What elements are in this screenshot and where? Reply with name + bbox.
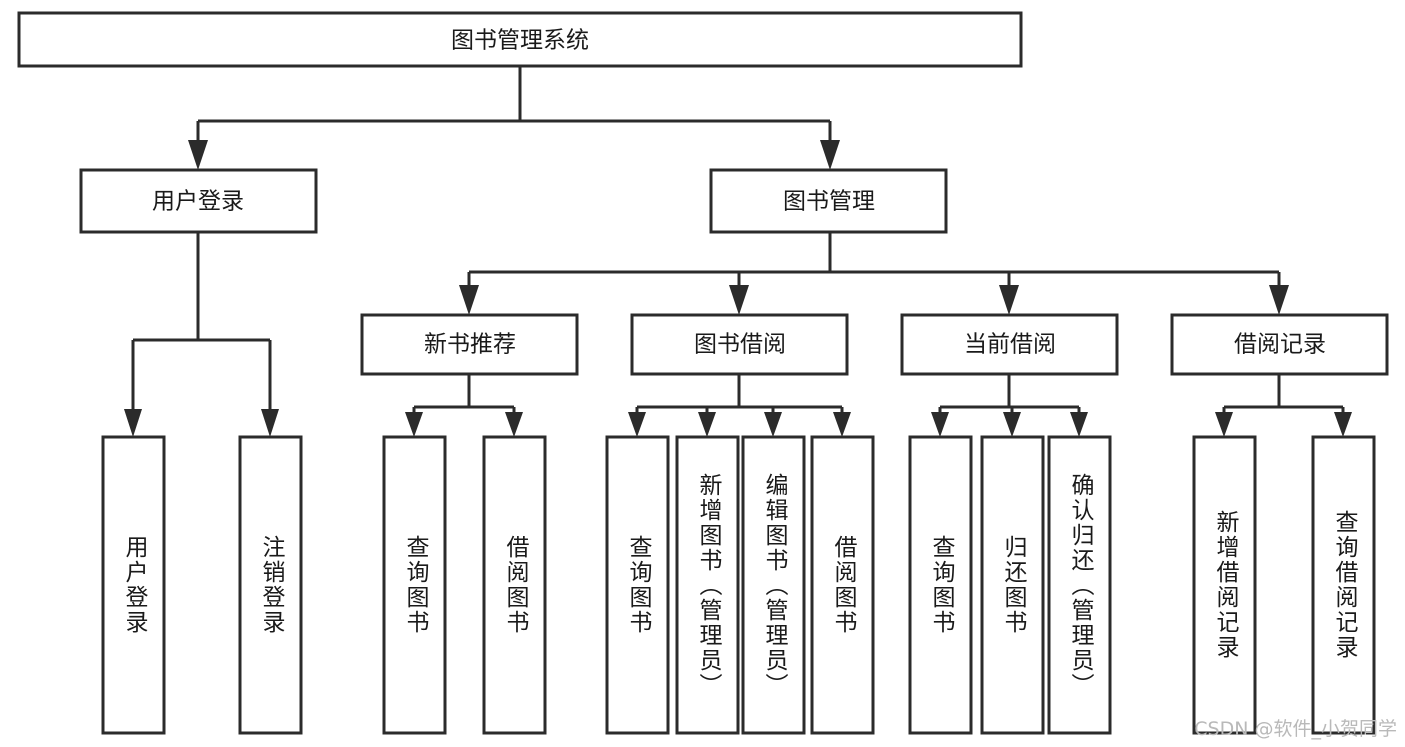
arrow-head-leaf-confirm-return (1070, 412, 1088, 437)
leaf-box-return-book[interactable] (980, 435, 1045, 735)
arrow-head-book-management (820, 140, 840, 170)
leaf-box-query-book-borrow[interactable] (605, 435, 670, 735)
csdn-watermark: CSDN @软件_小贺同学 (1194, 718, 1397, 740)
leaf-box-confirm-return[interactable] (1047, 435, 1112, 735)
leaf-box-query-borrow-record[interactable] (1311, 435, 1376, 735)
arrow-head-leaf-query-book-recommend (405, 412, 423, 437)
connector-group-current-borrow (931, 374, 1088, 437)
node-borrow-record-box[interactable] (1170, 313, 1389, 376)
node-book-management-label: 图书管理 (783, 189, 875, 215)
node-book-borrow[interactable]: 图书借阅 (630, 313, 849, 376)
connector-group-book-borrow (628, 374, 851, 437)
node-book-borrow-label: 图书借阅 (694, 332, 786, 358)
leaf-box-borrow-book-recommend[interactable] (482, 435, 547, 735)
leaf-box-edit-book[interactable] (741, 435, 806, 735)
arrow-head-leaf-borrow-book (833, 412, 851, 437)
node-user-login-box[interactable] (79, 168, 318, 234)
node-root-box[interactable] (17, 11, 1023, 68)
node-user-login[interactable]: 用户登录 (79, 168, 318, 234)
arrow-head-leaf-return-book (1003, 412, 1021, 437)
arrow-head-current-borrow (999, 285, 1019, 315)
node-root[interactable]: 图书管理系统 (17, 11, 1023, 68)
arrow-head-leaf-borrow-book-recommend (505, 412, 523, 437)
connector-group-root (188, 66, 840, 170)
arrow-head-borrow-record (1269, 285, 1289, 315)
node-new-book-recommend-label: 新书推荐 (424, 332, 516, 358)
leaf-box-user-logout[interactable] (238, 435, 303, 735)
leaf-box-user-login[interactable] (101, 435, 166, 735)
arrow-head-leaf-add-book (698, 412, 716, 437)
connector-group-new-book-recommend (405, 374, 523, 437)
node-book-management-box[interactable] (709, 168, 948, 234)
arrow-head-leaf-query-book-current (931, 412, 949, 437)
leaf-box-add-borrow-record[interactable] (1192, 435, 1257, 735)
leaf-box-query-book-recommend[interactable] (382, 435, 447, 735)
arrow-head-user-login (188, 140, 208, 170)
leaf-box-add-book[interactable] (675, 435, 740, 735)
node-current-borrow-box[interactable] (900, 313, 1119, 376)
node-new-book-recommend-box[interactable] (360, 313, 579, 376)
node-current-borrow-label: 当前借阅 (964, 332, 1056, 358)
connector-group-borrow-record (1215, 374, 1352, 437)
node-borrow-record[interactable]: 借阅记录 (1170, 313, 1389, 376)
node-root-label: 图书管理系统 (451, 28, 589, 54)
arrow-head-new-book-recommend (459, 285, 479, 315)
node-borrow-record-label: 借阅记录 (1234, 332, 1326, 358)
node-book-borrow-box[interactable] (630, 313, 849, 376)
node-user-login-label: 用户登录 (152, 189, 244, 215)
leaf-box-query-book-current[interactable] (908, 435, 973, 735)
node-new-book-recommend[interactable]: 新书推荐 (360, 313, 579, 376)
arrow-head-leaf-query-borrow-record (1334, 412, 1352, 437)
arrow-head-leaf-query-book-borrow (628, 412, 646, 437)
leaf-box-borrow-book[interactable] (810, 435, 875, 735)
arrow-head-leaf-user-login (124, 409, 142, 437)
arrow-head-leaf-edit-book (764, 412, 782, 437)
node-book-management[interactable]: 图书管理 (709, 168, 948, 234)
node-current-borrow[interactable]: 当前借阅 (900, 313, 1119, 376)
connector-group-user-login (124, 232, 279, 437)
arrow-head-leaf-add-borrow-record (1215, 412, 1233, 437)
connector-group-book-management (459, 232, 1289, 315)
arrow-head-leaf-user-logout (261, 409, 279, 437)
arrow-head-book-borrow (729, 285, 749, 315)
